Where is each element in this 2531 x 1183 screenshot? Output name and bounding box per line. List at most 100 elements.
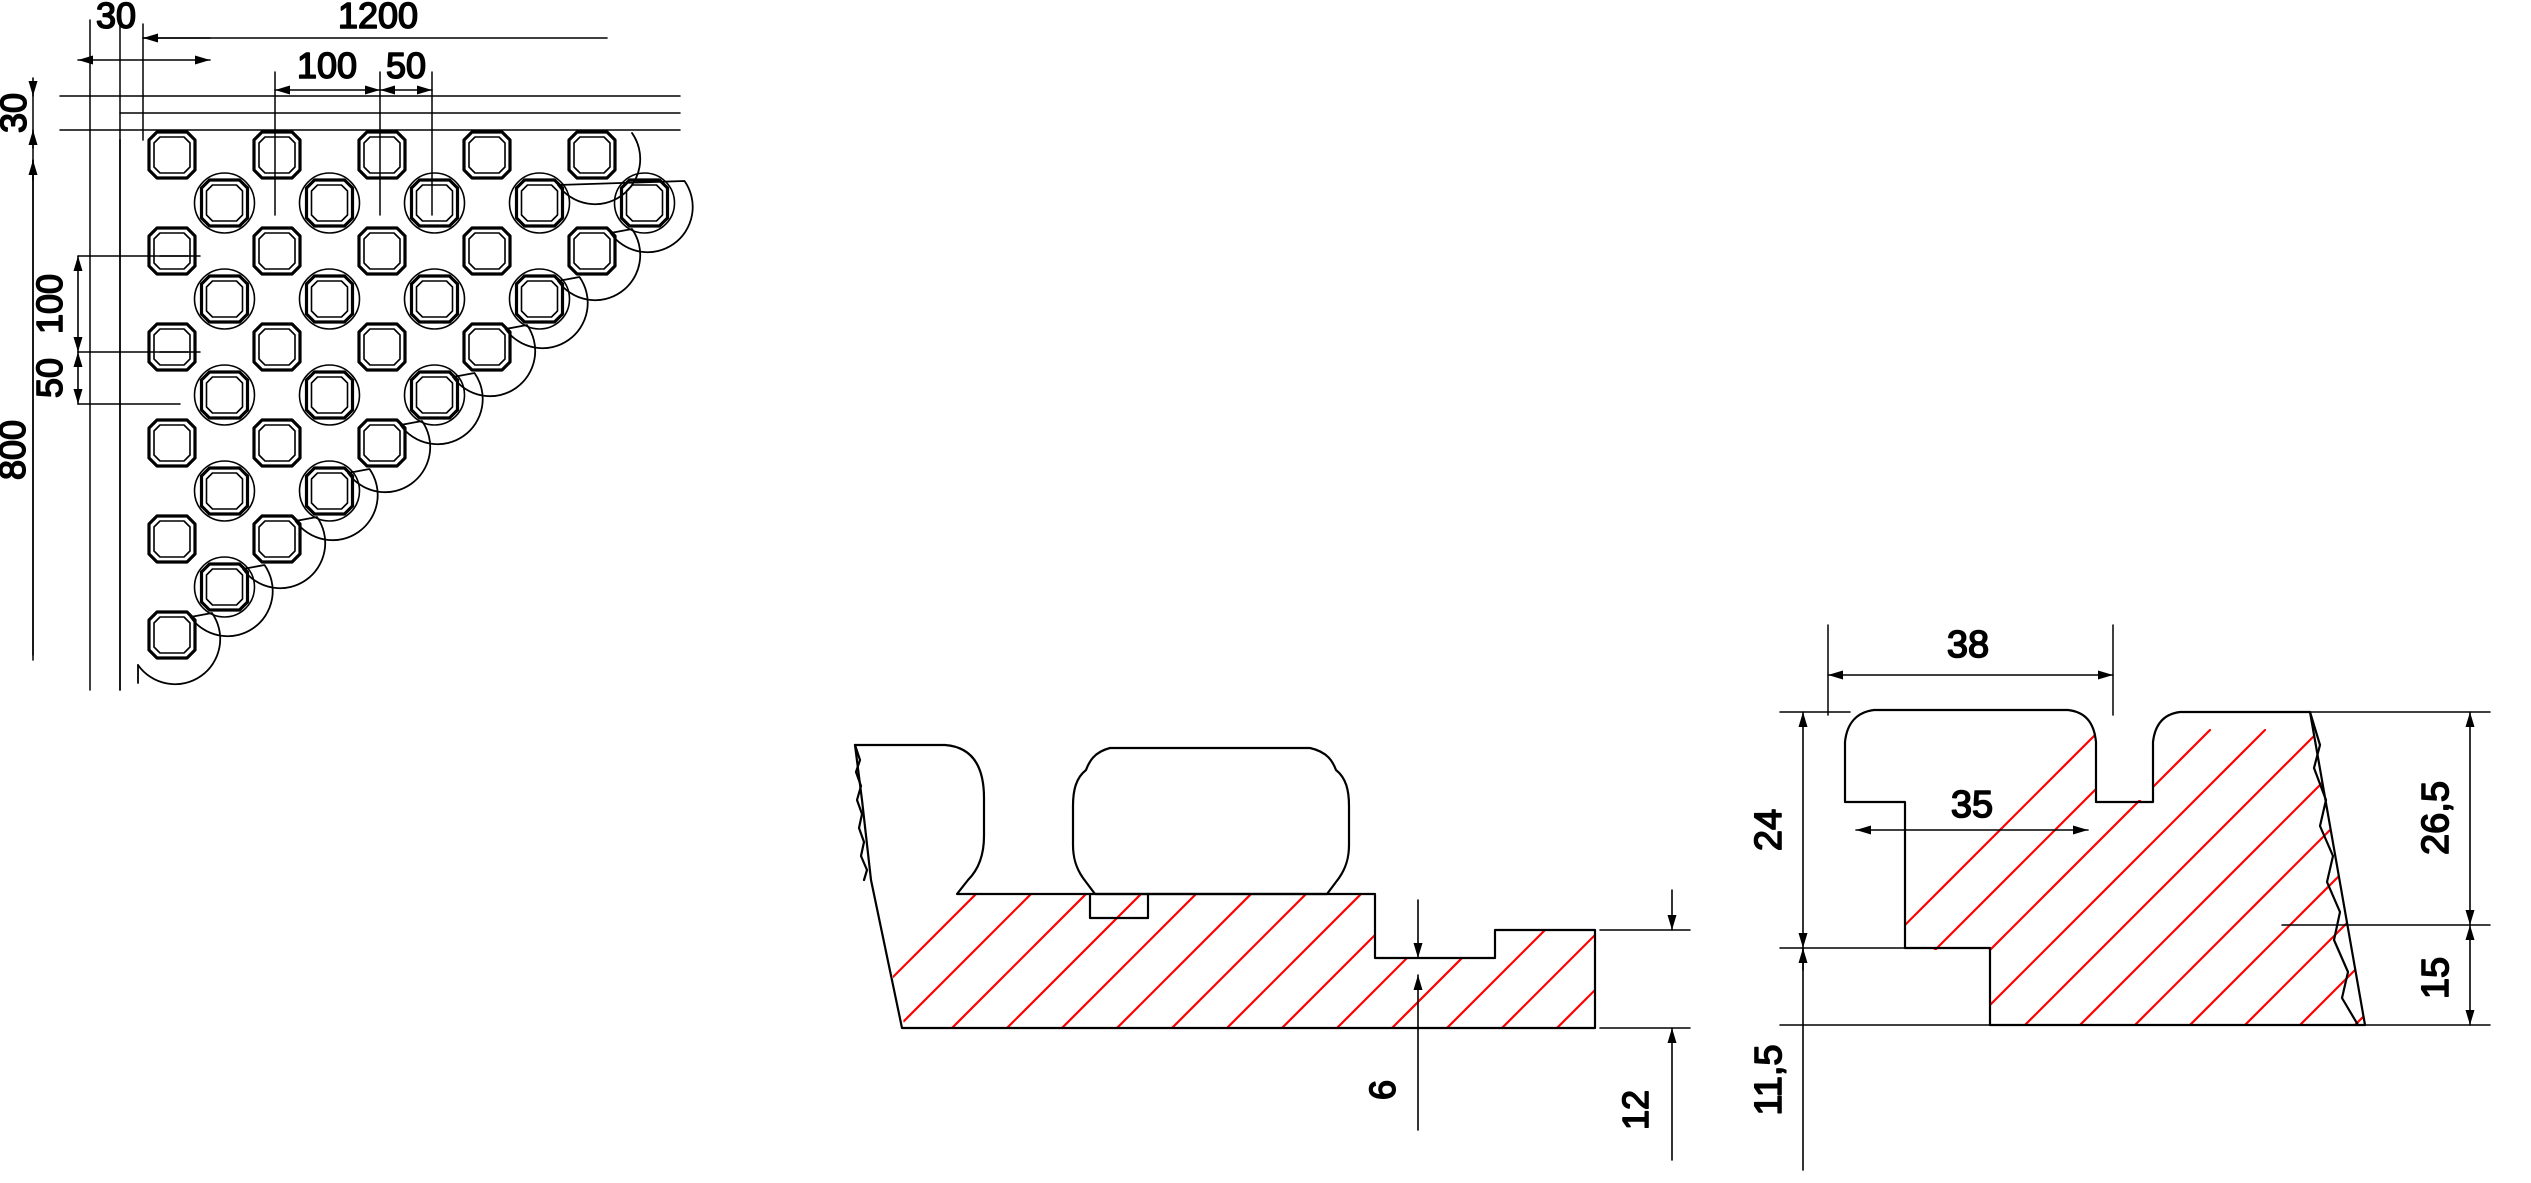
hole-square-outer [147, 514, 197, 564]
hole-square-outer [252, 130, 302, 180]
hole-square-inner [573, 136, 611, 174]
section-right: 38 35 24 11,5 26,5 15 [1747, 623, 2491, 1171]
plate-boundary-edge [119, 132, 694, 691]
dim-label-38: 38 [1947, 624, 1989, 666]
dim-label-6: 6 [1362, 1080, 1403, 1100]
plan-reference-lines [32, 19, 681, 691]
hole-square-inner [153, 424, 191, 462]
section-right-reference-lines [1779, 624, 2491, 1026]
section-middle-break-line [853, 743, 869, 882]
hole-recess-circle [403, 364, 466, 426]
dim-label-265: 26,5 [2415, 781, 2457, 855]
hole-recess-circle [508, 268, 571, 330]
hole-square-inner [520, 184, 559, 222]
hole-square-outer [252, 226, 302, 276]
dim-label-30-left: 30 [0, 93, 34, 133]
hole-square-outer [252, 418, 302, 468]
hole-square-outer [199, 370, 250, 420]
hole-square-outer [514, 274, 565, 324]
dim-label-1200: 1200 [338, 0, 418, 36]
hole-square-outer [567, 130, 617, 180]
hole-square-inner [310, 376, 349, 414]
hole-square-outer [567, 226, 617, 276]
hole-square-inner [258, 328, 296, 366]
hole-square-outer [304, 274, 355, 324]
hole-square-outer [147, 322, 197, 372]
hole-square-outer [409, 178, 460, 228]
hole-square-outer [147, 418, 197, 468]
base-notch [1088, 892, 1150, 920]
hole-square-inner [258, 520, 296, 558]
hole-square-outer [409, 274, 460, 324]
hole-recess-circle [193, 556, 256, 618]
hole-recess-circle [298, 460, 361, 522]
plan-view: 30 1200 100 50 30 100 50 [0, 0, 694, 691]
dim-label-50-left: 50 [29, 358, 70, 398]
dim-12 [1599, 889, 1691, 1161]
hole-square-inner [153, 520, 191, 558]
dim-label-30-top: 30 [96, 0, 136, 36]
hole-square-inner [310, 280, 349, 318]
hole-square-inner [153, 232, 191, 270]
hole-square-outer [619, 178, 670, 228]
hole-square-outer [147, 130, 197, 180]
hole-square-inner [415, 280, 454, 318]
dim-label-15: 15 [2415, 957, 2457, 999]
hole-square-outer [409, 370, 460, 420]
rail-profile-outline [1071, 746, 1351, 896]
hole-square-inner [573, 232, 611, 270]
hole-square-inner [258, 424, 296, 462]
hole-square-outer [357, 322, 407, 372]
hole-square-outer [514, 178, 565, 228]
section-middle-outline [853, 743, 1597, 1030]
hole-recess-circle [403, 268, 466, 330]
hole-square-inner [415, 184, 454, 222]
dim-label-35: 35 [1951, 784, 1993, 826]
hole-square-inner [363, 424, 401, 462]
section-middle-hatching [855, 745, 1595, 1028]
hole-square-outer [199, 274, 250, 324]
section-middle: 6 12 [853, 743, 1691, 1161]
hole-square-inner [153, 328, 191, 366]
hole-square-outer [252, 322, 302, 372]
hole-recess-circle [193, 172, 256, 234]
hole-square-outer [199, 178, 250, 228]
hole-square-inner [258, 232, 296, 270]
section-right-hatching [1845, 728, 2365, 1025]
section-right-break-line [2308, 710, 2360, 1027]
hole-square-inner [468, 136, 506, 174]
hole-recess-circle [613, 172, 676, 234]
dim-label-50-top: 50 [386, 45, 426, 86]
hole-square-inner [468, 328, 506, 366]
hole-square-inner [363, 136, 401, 174]
hole-square-inner [625, 184, 664, 222]
hole-square-outer [147, 610, 197, 660]
hole-square-inner [415, 376, 454, 414]
hole-square-inner [310, 184, 349, 222]
hole-square-inner [205, 280, 244, 318]
hole-square-outer [147, 226, 197, 276]
hole-recess-circle [298, 172, 361, 234]
hole-square-inner [363, 232, 401, 270]
hole-square-inner [520, 280, 559, 318]
dim-label-24: 24 [1748, 809, 1790, 851]
hole-square-outer [357, 130, 407, 180]
hole-square-inner [310, 472, 349, 510]
hole-recess-circle [298, 364, 361, 426]
dim-label-12: 12 [1615, 1090, 1656, 1130]
hole-square-inner [363, 328, 401, 366]
dim-label-800: 800 [0, 420, 33, 480]
hole-square-outer [199, 466, 250, 516]
hole-recess-circle [403, 172, 466, 234]
hole-recess-circle [193, 268, 256, 330]
hole-square-inner [153, 136, 191, 174]
hole-recess-circle [508, 172, 571, 234]
dim-label-100-top: 100 [297, 45, 357, 86]
dim-label-100-left: 100 [29, 274, 70, 334]
hole-square-outer [304, 370, 355, 420]
hole-square-outer [304, 178, 355, 228]
hole-square-inner [205, 376, 244, 414]
hole-square-outer [357, 226, 407, 276]
